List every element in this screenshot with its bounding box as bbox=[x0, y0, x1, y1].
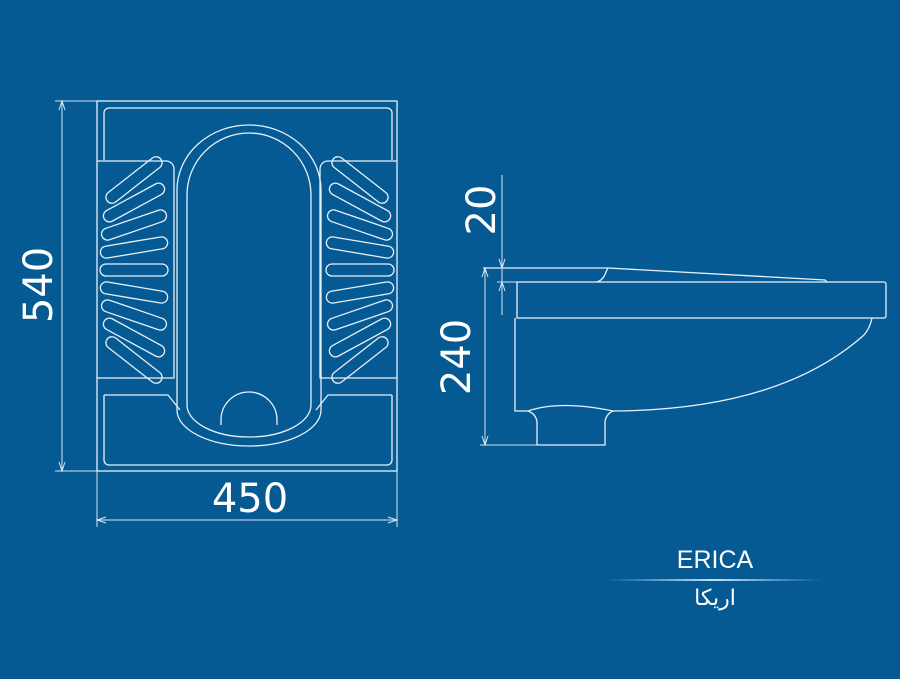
foot-rib bbox=[100, 299, 168, 331]
bowl-outer bbox=[176, 124, 322, 447]
foot-rib bbox=[325, 281, 395, 304]
dimension-450: 450 bbox=[95, 471, 399, 527]
top-view bbox=[96, 100, 398, 472]
product-name-fa: اریکا bbox=[694, 586, 736, 611]
outlet-foot bbox=[527, 410, 614, 446]
dimension-240: 240 bbox=[434, 266, 537, 447]
foot-rib bbox=[100, 209, 168, 241]
rim-body bbox=[516, 281, 887, 319]
foot-rib bbox=[328, 182, 392, 223]
rim-step bbox=[595, 267, 609, 283]
foot-rib bbox=[326, 299, 394, 331]
foot-rib bbox=[105, 336, 163, 384]
rim-top bbox=[483, 267, 828, 283]
foot-rib bbox=[102, 182, 166, 223]
bowl-curve bbox=[612, 317, 873, 412]
side-view bbox=[483, 267, 887, 446]
foot-ribs bbox=[99, 156, 395, 384]
right-foot-panel bbox=[319, 160, 397, 379]
foot-rib bbox=[326, 209, 394, 241]
title-divider bbox=[606, 579, 822, 581]
top-panel bbox=[103, 107, 393, 160]
dimension-20-label: 20 bbox=[459, 185, 505, 236]
dimension-450-label: 450 bbox=[212, 476, 288, 522]
outer-outline bbox=[96, 100, 398, 472]
foot-rib bbox=[331, 336, 389, 384]
foot-rib bbox=[105, 156, 163, 204]
dimension-240-label: 240 bbox=[434, 319, 480, 395]
foot-rib bbox=[331, 156, 389, 204]
foot-rib bbox=[325, 263, 395, 277]
foot-rib bbox=[328, 317, 392, 358]
bowl-inner bbox=[186, 132, 312, 438]
dimension-20: 20 bbox=[459, 175, 517, 315]
dimension-540: 540 bbox=[16, 99, 97, 473]
foot-rib bbox=[99, 281, 169, 304]
drain-hole bbox=[220, 391, 278, 425]
left-foot-panel bbox=[97, 160, 175, 379]
dimension-540-label: 540 bbox=[16, 247, 62, 323]
foot-rib bbox=[102, 317, 166, 358]
product-name-en: ERICA bbox=[676, 546, 754, 574]
foot-rib bbox=[325, 236, 395, 259]
foot-rib bbox=[99, 263, 169, 277]
bottom-panel bbox=[103, 394, 393, 466]
bowl-back bbox=[514, 318, 614, 412]
